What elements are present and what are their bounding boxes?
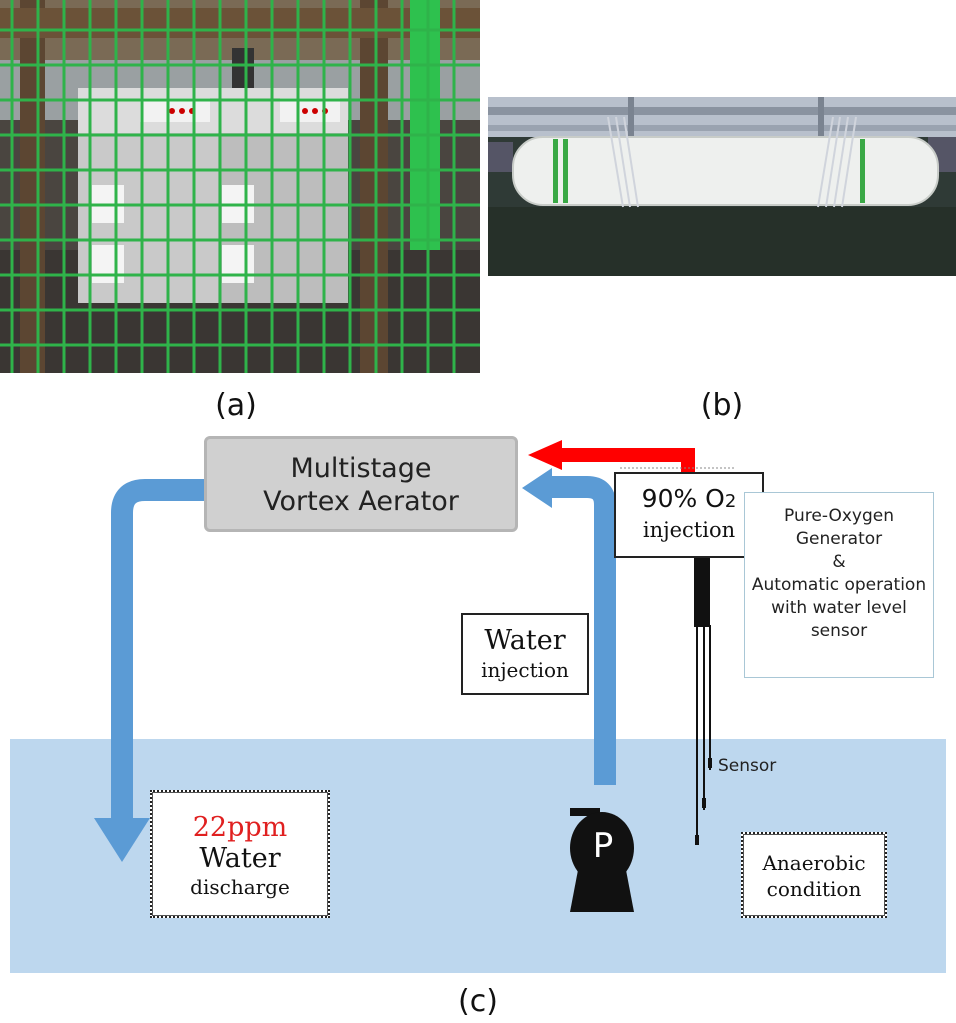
caption-c: (c) xyxy=(458,984,498,1019)
oxygen-label-line1: 90% O2 xyxy=(616,484,762,517)
discharge-arrowhead xyxy=(94,818,150,862)
anaerobic-line2: condition xyxy=(766,877,862,901)
oxygen-subscript: 2 xyxy=(724,491,737,512)
oxygen-label-line2: injection xyxy=(642,518,736,542)
oxygen-arrowhead xyxy=(528,440,562,470)
generator-line4: Automatic operation xyxy=(751,575,927,595)
sensor-rod xyxy=(694,555,710,627)
sensor-label: Sensor xyxy=(718,756,777,776)
caption-a: (a) xyxy=(215,388,257,423)
generator-line1: Pure-Oxygen xyxy=(784,506,894,526)
discharge-box: 22ppm Water discharge xyxy=(150,790,330,918)
water-injection-flow-arrow xyxy=(548,476,616,785)
photo-a xyxy=(0,0,480,373)
aerator-title-line2: Vortex Aerator xyxy=(263,486,459,517)
water-injection-box: Water injection xyxy=(461,613,589,695)
water-injection-line2: injection xyxy=(481,658,569,682)
discharge-line3: discharge xyxy=(190,875,290,899)
water-injection-line1: Water xyxy=(484,625,566,656)
discharge-ppm: 22ppm xyxy=(192,812,288,843)
aerator-title-line1: Multistage xyxy=(290,453,432,484)
discharge-line2: Water xyxy=(199,843,281,874)
anaerobic-line1: Anaerobic xyxy=(762,851,866,875)
water-injection-arrowhead xyxy=(522,468,552,508)
oxygen-percent-text: 90% O xyxy=(641,484,725,513)
oxygen-injection-box: 90% O2 injection xyxy=(614,472,764,558)
photo-a-drawing xyxy=(0,0,480,373)
pump-icon xyxy=(570,808,634,912)
generator-line3: & xyxy=(832,552,846,572)
anaerobic-box: Anaerobic condition xyxy=(741,832,887,918)
discharge-flow-arrow xyxy=(111,479,210,820)
generator-box: Pure-Oxygen Generator & Automatic operat… xyxy=(744,492,934,678)
aerator-box: Multistage Vortex Aerator xyxy=(204,436,518,532)
generator-line6: sensor xyxy=(810,621,868,641)
caption-b: (b) xyxy=(700,388,744,423)
generator-line5: with water level xyxy=(771,598,907,618)
generator-line2: Generator xyxy=(795,529,883,549)
photo-b xyxy=(488,97,956,276)
photo-b-drawing xyxy=(488,97,956,276)
pump-label: P xyxy=(592,826,614,866)
